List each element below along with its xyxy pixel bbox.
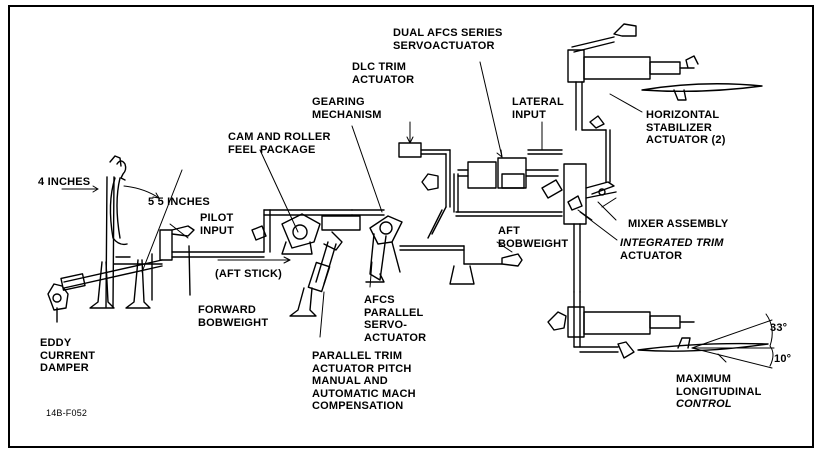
label-aft-bobweight: AFT BOBWEIGHT xyxy=(498,225,569,250)
upper-stabilizer-surface xyxy=(641,55,763,101)
label-afcs-parallel-servoactuator: AFCS PARALLEL SERVO- ACTUATOR xyxy=(364,294,427,344)
upper-pushrod-run xyxy=(421,173,563,239)
label-horizontal-stabilizer-actuator: HORIZONTAL STABILIZER ACTUATOR (2) xyxy=(646,109,726,146)
label-forward-bobweight: FORWARD BOBWEIGHT xyxy=(198,304,269,329)
label-mixer-assembly: MIXER ASSEMBLY xyxy=(628,218,729,230)
label-five-five-inches: 5 5 INCHES xyxy=(148,196,210,208)
gearing-mechanism xyxy=(321,209,403,251)
label-gearing-mechanism: GEARING MECHANISM xyxy=(312,96,382,121)
eddy-current-damper xyxy=(47,283,69,323)
parallel-trim-actuator xyxy=(289,241,337,317)
pedal-assembly xyxy=(60,253,163,309)
lower-stabilizer-surface xyxy=(637,313,775,369)
label-maximum-longitudinal: MAXIMUM LONGITUDINAL xyxy=(676,373,762,398)
control-linkage-drawing xyxy=(47,23,775,369)
label-dlc-trim-actuator: DLC TRIM ACTUATOR xyxy=(352,61,415,86)
upper-stabilizer-actuator xyxy=(567,23,695,183)
label-eddy-current-damper: EDDY CURRENT DAMPER xyxy=(40,337,96,374)
label-pilot-input: PILOT INPUT xyxy=(200,212,234,237)
diagram-frame: DUAL AFCS SERIES SERVOACTUATOR DLC TRIM … xyxy=(8,5,814,448)
label-dual-afcs-series-servoactuator: DUAL AFCS SERIES SERVOACTUATOR xyxy=(393,27,503,52)
aft-bobweight-linkage xyxy=(399,241,523,285)
afcs-parallel-servoactuator xyxy=(365,233,401,283)
label-deflection-33-degrees: 33° xyxy=(770,322,788,334)
label-integrated-trim-line1: INTEGRATED TRIM xyxy=(620,237,724,249)
label-parallel-trim-actuator: PARALLEL TRIM ACTUATOR PITCH MANUAL AND … xyxy=(312,350,416,412)
leader-lines xyxy=(169,93,727,363)
forward-bobweight xyxy=(113,225,195,296)
pilot-input-rod xyxy=(171,251,291,264)
label-aft-stick: (AFT STICK) xyxy=(215,268,282,280)
label-control: CONTROL xyxy=(676,398,732,410)
label-four-inches: 4 INCHES xyxy=(38,176,91,188)
label-deflection-10-degrees: 10° xyxy=(774,353,792,365)
cam-roller-feel-package xyxy=(251,209,353,255)
stick-angle-arcs xyxy=(61,169,183,273)
dual-afcs-series-servo xyxy=(457,61,559,189)
figure-id: 14B-F052 xyxy=(46,408,88,418)
label-integrated-trim-line2: ACTUATOR xyxy=(620,250,683,262)
mixer-assembly xyxy=(541,163,617,293)
lower-stabilizer-actuator xyxy=(547,291,695,359)
control-stick xyxy=(105,155,128,308)
lateral-input xyxy=(527,121,563,155)
dlc-trim-actuator xyxy=(398,121,451,208)
label-lateral-input: LATERAL INPUT xyxy=(512,96,564,121)
label-cam-roller-feel-package: CAM AND ROLLER FEEL PACKAGE xyxy=(228,131,331,156)
